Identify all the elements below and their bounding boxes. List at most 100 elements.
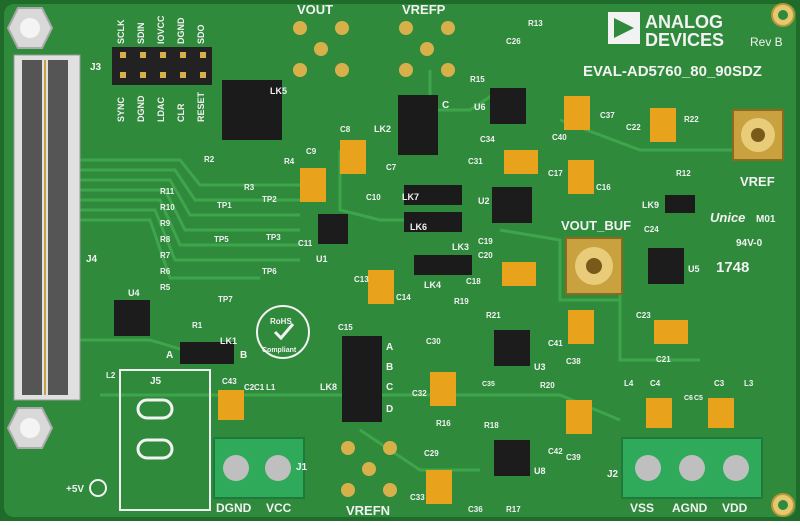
jumper-letter: D (386, 404, 393, 415)
pin-label-top: SCLK (116, 19, 126, 44)
label-j3: J3 (90, 62, 102, 73)
pin-label-top: SDIN (136, 22, 146, 44)
resistor-label: R11 (160, 187, 175, 196)
terminal-label: VCC (266, 501, 292, 515)
jumper-letter: C (442, 100, 449, 111)
jumper-letter: B (240, 350, 247, 361)
terminal-blocks (213, 437, 763, 499)
label-j2: J2 (607, 469, 619, 480)
tp-label: TP5 (214, 235, 229, 244)
resistor-label: R6 (160, 267, 171, 276)
inductor-label: L2 (106, 371, 116, 380)
resistor-label: R5 (160, 283, 171, 292)
resistor-label: R8 (160, 235, 171, 244)
sma-connectors (565, 109, 784, 295)
link-label: LK2 (374, 124, 391, 134)
mounting-holes (6, 3, 795, 517)
rohs-badge (256, 305, 310, 359)
cap-label: C1 (254, 383, 265, 392)
ic-label: U5 (688, 264, 700, 274)
pin-label-top: IOVCC (156, 15, 166, 44)
jumper-letter: A (386, 342, 393, 353)
ic-label: U2 (478, 196, 490, 206)
link-label: LK5 (270, 86, 287, 96)
link-label: LK9 (642, 200, 659, 210)
fab-date: 1748 (716, 259, 749, 276)
pin-label-bottom: SYNC (116, 96, 126, 122)
pin-label-top: DGND (176, 17, 186, 44)
cap-label: C13 (354, 275, 369, 284)
resistor-label: R22 (684, 115, 699, 124)
cap-label: C20 (478, 251, 493, 260)
cap-label: C9 (306, 147, 317, 156)
terminal-label: DGND (216, 501, 252, 515)
link-label: LK1 (220, 336, 237, 346)
label-power-symbol: +5V (66, 484, 84, 495)
label-j1: J1 (296, 462, 308, 473)
tp-label: TP1 (217, 201, 232, 210)
power-jack-outline (119, 369, 211, 511)
cap-label: C18 (466, 277, 481, 286)
rohs-line1: RoHS (270, 317, 292, 326)
pin-label-bottom: LDAC (156, 97, 166, 122)
ic-label: U1 (316, 254, 328, 264)
jumper-letter: C (386, 382, 393, 393)
cap-label: C17 (548, 169, 563, 178)
tp-label: TP7 (218, 295, 233, 304)
cap-label: C37 (600, 111, 615, 120)
inductor-label: L3 (744, 379, 754, 388)
cap-label: C40 (552, 133, 567, 142)
board-rev: Rev B (750, 35, 783, 49)
cap-label: C29 (424, 449, 439, 458)
cap-label: C32 (412, 389, 427, 398)
resistor-label: R21 (486, 311, 501, 320)
pin-label-top: SDO (196, 24, 206, 44)
header-j3 (112, 47, 212, 85)
resistor-label: R19 (454, 297, 469, 306)
fab-rating: 94V-0 (736, 238, 763, 249)
cap-label: C6 (684, 395, 693, 402)
resistor-label: R4 (284, 157, 295, 166)
label-vrefp: VREFP (402, 2, 446, 17)
resistor-label: R10 (160, 203, 175, 212)
edge-connector-j4 (13, 54, 81, 401)
cap-label: C24 (644, 225, 659, 234)
label-j4: J4 (86, 254, 98, 265)
cap-label: C21 (656, 355, 671, 364)
cap-label: C43 (222, 377, 237, 386)
resistor-label: R16 (436, 419, 451, 428)
resistor-label: R12 (676, 169, 691, 178)
rohs-line2: Compliant (262, 347, 297, 354)
resistor-label: R17 (506, 505, 521, 514)
cap-label: C2 (244, 383, 255, 392)
resistor-label: R15 (470, 75, 485, 84)
cap-label: C4 (650, 379, 661, 388)
terminal-label: AGND (672, 501, 708, 515)
label-vrefn: VREFN (346, 503, 390, 518)
ic-label: U8 (534, 466, 546, 476)
tp-label: TP2 (262, 195, 277, 204)
cap-label: C14 (396, 293, 411, 302)
link-label: LK3 (452, 242, 469, 252)
resistor-label: R1 (192, 321, 203, 330)
cap-label: C15 (338, 323, 353, 332)
tp-label: TP6 (262, 267, 277, 276)
fab-logo: Unice (710, 210, 745, 225)
link-label: LK7 (402, 192, 419, 202)
jumper-letter: B (386, 362, 393, 373)
label-j5: J5 (150, 376, 162, 387)
resistor-label: R3 (244, 183, 255, 192)
cap-label: C7 (386, 163, 397, 172)
terminal-label: VDD (722, 501, 748, 515)
cap-label: C36 (468, 505, 483, 514)
cap-label: C42 (548, 447, 563, 456)
cap-label: C38 (566, 357, 581, 366)
gold-pads (293, 21, 455, 497)
pin-label-bottom: RESET (196, 91, 206, 122)
cap-label: C3 (714, 379, 725, 388)
label-vout: VOUT (297, 2, 333, 17)
resistor-label: R18 (484, 421, 499, 430)
cap-label: C39 (566, 453, 581, 462)
brand-line2: DEVICES (645, 30, 724, 50)
